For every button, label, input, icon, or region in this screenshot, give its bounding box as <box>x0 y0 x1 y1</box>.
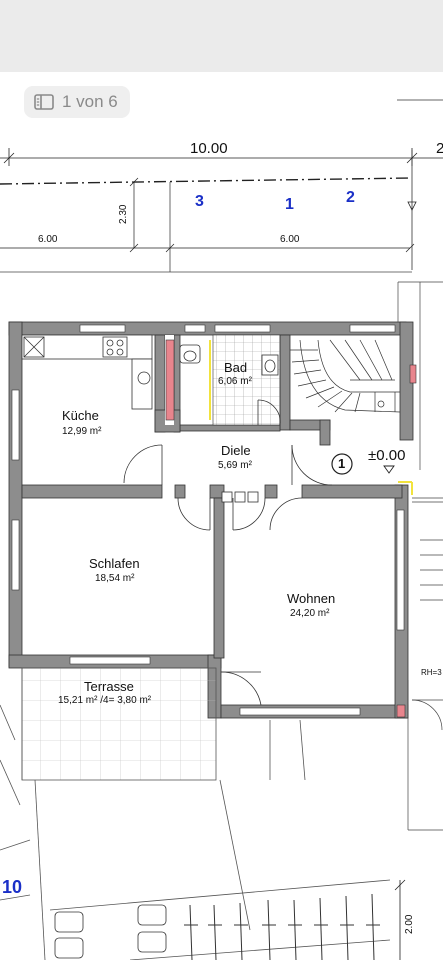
room-name-bad: Bad <box>224 360 248 375</box>
lot-number: 10 <box>2 877 23 897</box>
dimension-total: 10.00 <box>190 140 228 157</box>
page-indicator-label: 1 von 6 <box>62 92 118 111</box>
sidebar-icon <box>34 94 54 110</box>
dimension-left: 6.00 <box>38 234 58 245</box>
page-indicator[interactable]: 1 von 6 <box>24 86 130 118</box>
dimension-bottom: 2.00 <box>404 914 415 934</box>
room-name-diele: Diele <box>221 443 251 458</box>
floor-plan <box>0 99 443 960</box>
level-label: ±0.00 <box>368 447 406 464</box>
parking-number-3: 3 <box>195 193 204 210</box>
room-area-wohnen: 24,20 m² <box>290 608 330 619</box>
room-area-diele: 5,69 m² <box>218 460 252 471</box>
room-name-terrasse: Terrasse <box>84 679 134 694</box>
room-area-bad: 6,06 m² <box>218 376 252 387</box>
door-swings <box>123 444 333 706</box>
viewer-toolbar <box>0 0 443 72</box>
dimension-total-right: 2 <box>436 140 443 157</box>
room-area-kueche: 12,99 m² <box>62 426 102 437</box>
dimension-right: 6.00 <box>280 234 300 245</box>
room-name-schlafen: Schlafen <box>89 556 140 571</box>
parking-number-1: 1 <box>285 196 294 213</box>
parking-number-2: 2 <box>346 189 355 206</box>
room-area-schlafen: 18,54 m² <box>95 573 135 584</box>
entrance-marker: 1 <box>338 456 346 471</box>
dimension-vertical: 2.30 <box>118 204 129 224</box>
room-name-kueche: Küche <box>62 408 99 423</box>
room-area-terrasse: 15,21 m² /4= 3,80 m² <box>58 695 152 706</box>
rh-label: RH=3 <box>421 668 442 677</box>
staircase <box>290 339 401 413</box>
room-name-wohnen: Wohnen <box>287 591 336 606</box>
